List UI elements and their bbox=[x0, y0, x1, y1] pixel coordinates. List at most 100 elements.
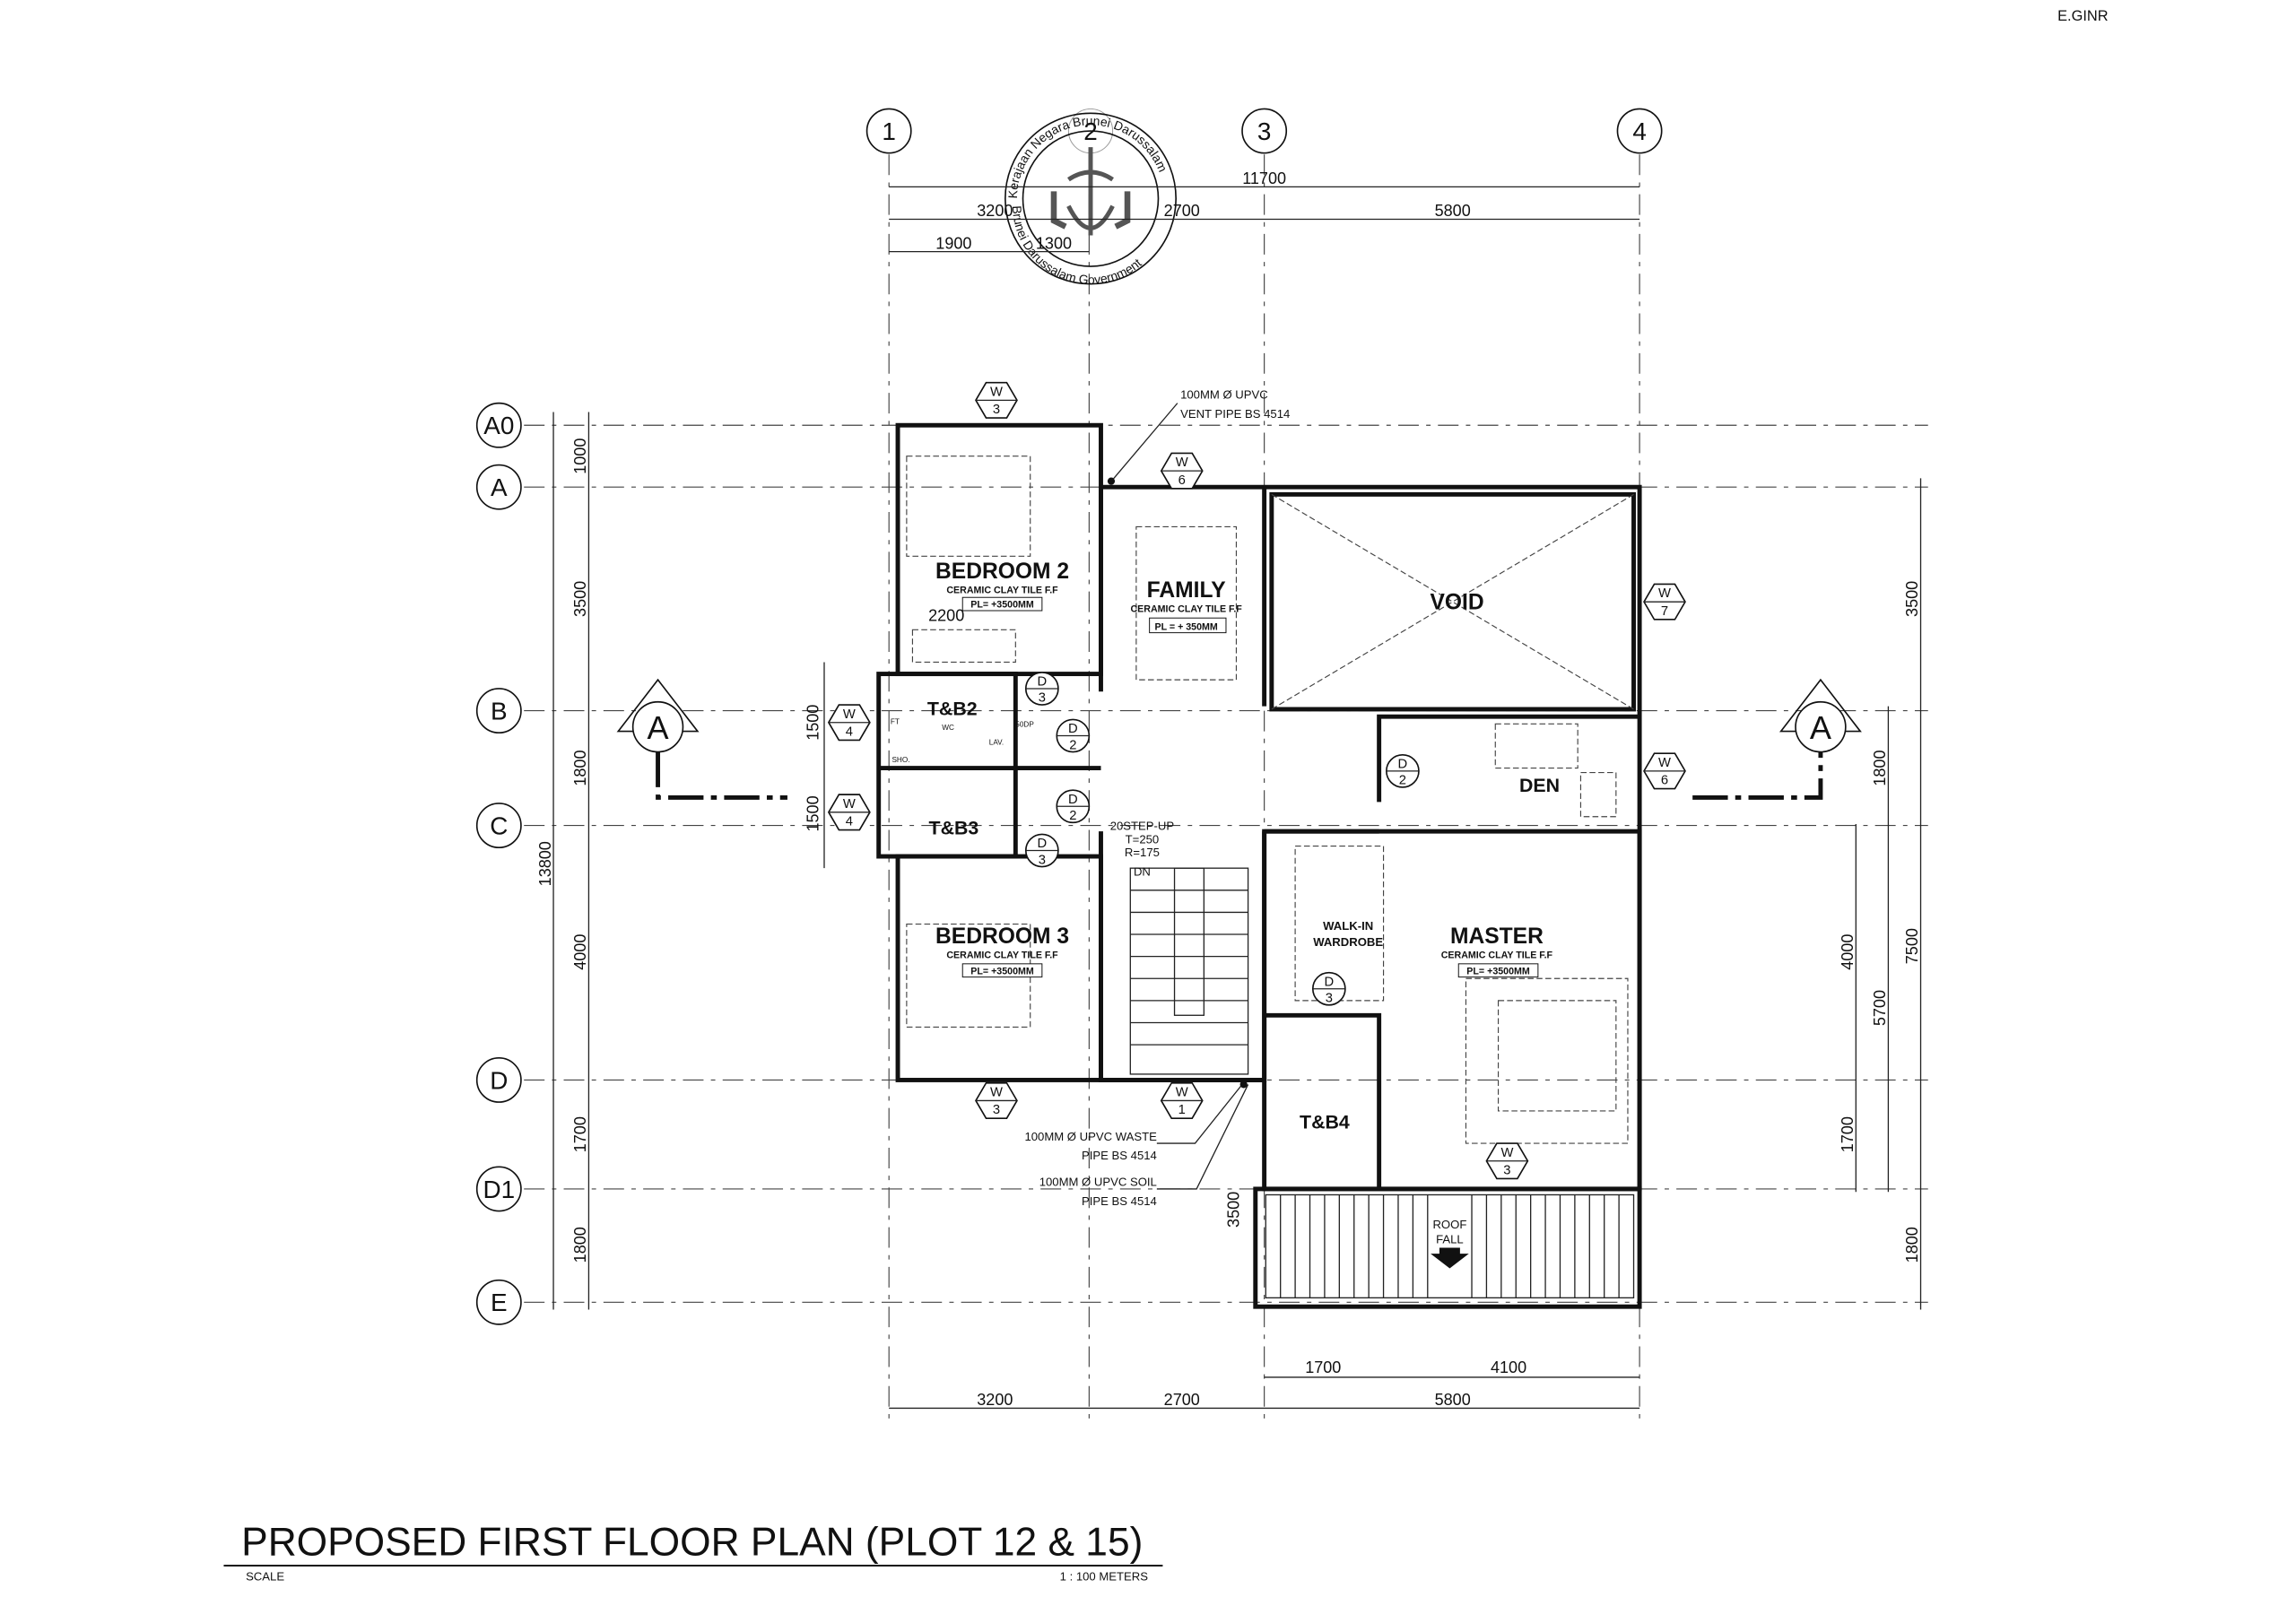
svg-text:4000: 4000 bbox=[571, 934, 589, 970]
svg-text:CERAMIC CLAY TILE F.F: CERAMIC CLAY TILE F.F bbox=[946, 585, 1058, 595]
svg-text:ROOF: ROOF bbox=[1432, 1218, 1466, 1231]
svg-text:B: B bbox=[491, 697, 508, 725]
svg-text:D: D bbox=[1398, 758, 1408, 772]
door-tag: D3 bbox=[1024, 833, 1059, 868]
grid-bubble-B: B bbox=[475, 688, 522, 734]
svg-text:E: E bbox=[491, 1289, 508, 1316]
svg-text:BEDROOM 2: BEDROOM 2 bbox=[935, 560, 1069, 584]
svg-text:7: 7 bbox=[1661, 604, 1668, 619]
svg-text:1: 1 bbox=[882, 117, 896, 145]
svg-text:4100: 4100 bbox=[1491, 1358, 1526, 1376]
svg-text:PL= +3500MM: PL= +3500MM bbox=[970, 966, 1034, 976]
svg-text:4: 4 bbox=[846, 815, 853, 829]
svg-text:1700: 1700 bbox=[571, 1116, 589, 1152]
room-bedroom-2: BEDROOM 2 CERAMIC CLAY TILE F.F PL= +350… bbox=[928, 560, 1069, 625]
svg-text:2: 2 bbox=[1069, 738, 1076, 752]
svg-text:W: W bbox=[843, 797, 856, 812]
grid-bubble-D: D bbox=[475, 1057, 522, 1103]
svg-text:WARDROBE: WARDROBE bbox=[1313, 935, 1383, 949]
svg-text:MASTER: MASTER bbox=[1450, 924, 1544, 949]
svg-text:A: A bbox=[648, 709, 669, 746]
svg-text:4000: 4000 bbox=[1839, 934, 1857, 970]
stair-note: 20STEP-UP T=250 R=175 DN bbox=[1110, 820, 1175, 879]
section-marker-left: A bbox=[616, 678, 787, 800]
room-master: MASTER CERAMIC CLAY TILE F.F PL= +3500MM bbox=[1441, 924, 1553, 978]
svg-text:CERAMIC CLAY TILE F.F: CERAMIC CLAY TILE F.F bbox=[1441, 950, 1553, 960]
svg-text:W: W bbox=[843, 707, 856, 722]
svg-text:1700: 1700 bbox=[1305, 1358, 1341, 1376]
svg-text:FAMILY: FAMILY bbox=[1147, 578, 1227, 603]
svg-text:CERAMIC CLAY TILE F.F: CERAMIC CLAY TILE F.F bbox=[946, 950, 1058, 960]
svg-text:D: D bbox=[1325, 975, 1335, 989]
svg-text:C: C bbox=[490, 812, 508, 839]
door-tag: D2 bbox=[1056, 718, 1091, 753]
svg-text:W: W bbox=[1176, 1086, 1188, 1100]
svg-text:Kerajaan Negara Brunei Darussa: Kerajaan Negara Brunei Darussalam bbox=[1005, 113, 1170, 198]
grid-bubble-A: A bbox=[475, 464, 522, 510]
room-tb4: T&B4 bbox=[1300, 1112, 1350, 1133]
svg-text:W: W bbox=[1176, 456, 1188, 470]
section-marker-right: A bbox=[1692, 678, 1862, 800]
svg-text:PIPE BS 4514: PIPE BS 4514 bbox=[1082, 1194, 1157, 1208]
svg-text:3: 3 bbox=[1503, 1164, 1510, 1178]
svg-text:50DP: 50DP bbox=[1015, 721, 1034, 729]
svg-text:1800: 1800 bbox=[571, 751, 589, 786]
room-tb3: T&B3 bbox=[929, 817, 979, 838]
svg-text:CERAMIC CLAY TILE F.F: CERAMIC CLAY TILE F.F bbox=[1130, 604, 1242, 615]
svg-text:5800: 5800 bbox=[1435, 202, 1471, 220]
svg-text:6: 6 bbox=[1178, 473, 1186, 488]
svg-text:3: 3 bbox=[993, 403, 1000, 417]
grid-bubble-E: E bbox=[475, 1279, 522, 1325]
svg-text:1800: 1800 bbox=[1903, 1227, 1921, 1263]
svg-text:FT: FT bbox=[891, 717, 900, 725]
svg-text:4: 4 bbox=[1632, 117, 1647, 145]
svg-text:WC: WC bbox=[942, 724, 954, 732]
title-block: PROPOSED FIRST FLOOR PLAN (PLOT 12 & 15)… bbox=[223, 1521, 1163, 1583]
balcony bbox=[1253, 1186, 1642, 1309]
svg-text:DN: DN bbox=[1134, 864, 1151, 878]
window-tag: W3 bbox=[1485, 1142, 1529, 1180]
svg-text:3500: 3500 bbox=[571, 581, 589, 617]
svg-text:3200: 3200 bbox=[977, 1391, 1013, 1409]
svg-text:6: 6 bbox=[1661, 774, 1668, 788]
svg-text:13800: 13800 bbox=[536, 841, 554, 886]
room-family: FAMILY CERAMIC CLAY TILE F.F PL = + 350M… bbox=[1130, 578, 1242, 634]
svg-text:D: D bbox=[1038, 675, 1048, 690]
window-tag: W3 bbox=[975, 1081, 1018, 1119]
svg-text:D: D bbox=[1068, 793, 1078, 807]
grid-bubble-4: 4 bbox=[1616, 108, 1663, 154]
grid-lines bbox=[524, 154, 1928, 1420]
svg-text:WALK-IN: WALK-IN bbox=[1323, 919, 1373, 933]
room-tb2: T&B2 bbox=[927, 699, 978, 720]
svg-text:LAV.: LAV. bbox=[989, 738, 1004, 746]
svg-text:1900: 1900 bbox=[935, 234, 971, 252]
door-tag: D2 bbox=[1386, 754, 1420, 788]
svg-text:100MM Ø UPVC WASTE: 100MM Ø UPVC WASTE bbox=[1024, 1130, 1157, 1143]
svg-text:100MM Ø UPVC: 100MM Ø UPVC bbox=[1180, 388, 1268, 402]
svg-text:2: 2 bbox=[1069, 809, 1076, 823]
svg-text:PL = + 350MM: PL = + 350MM bbox=[1155, 621, 1218, 632]
staircase bbox=[1129, 867, 1249, 1075]
room-bedroom-3: BEDROOM 3 CERAMIC CLAY TILE F.F PL= +350… bbox=[935, 924, 1069, 978]
svg-text:5800: 5800 bbox=[1435, 1391, 1471, 1409]
svg-text:A: A bbox=[1810, 709, 1831, 746]
svg-text:A0: A0 bbox=[483, 412, 514, 439]
svg-text:1800: 1800 bbox=[1871, 751, 1889, 786]
scale-value: 1 : 100 METERS bbox=[1060, 1569, 1149, 1583]
svg-text:D: D bbox=[1038, 837, 1048, 851]
left-dimensions: 1000 3500 1800 13800 4000 1700 1800 1500… bbox=[536, 412, 825, 1310]
door-tag: D3 bbox=[1311, 971, 1346, 1006]
svg-text:4: 4 bbox=[846, 725, 853, 739]
svg-text:11700: 11700 bbox=[1242, 169, 1286, 187]
svg-text:1500: 1500 bbox=[804, 795, 822, 831]
window-tag: W6 bbox=[1160, 452, 1204, 490]
svg-text:1700: 1700 bbox=[1839, 1116, 1857, 1152]
svg-text:D: D bbox=[1068, 722, 1078, 736]
room-walk-in-wardrobe: WALK-IN WARDROBE bbox=[1313, 919, 1383, 949]
svg-text:W: W bbox=[1658, 586, 1671, 601]
svg-text:2200: 2200 bbox=[928, 606, 964, 624]
svg-text:3: 3 bbox=[1326, 992, 1333, 1006]
svg-text:3: 3 bbox=[1039, 853, 1046, 867]
grid-bubble-A0: A0 bbox=[475, 402, 522, 448]
